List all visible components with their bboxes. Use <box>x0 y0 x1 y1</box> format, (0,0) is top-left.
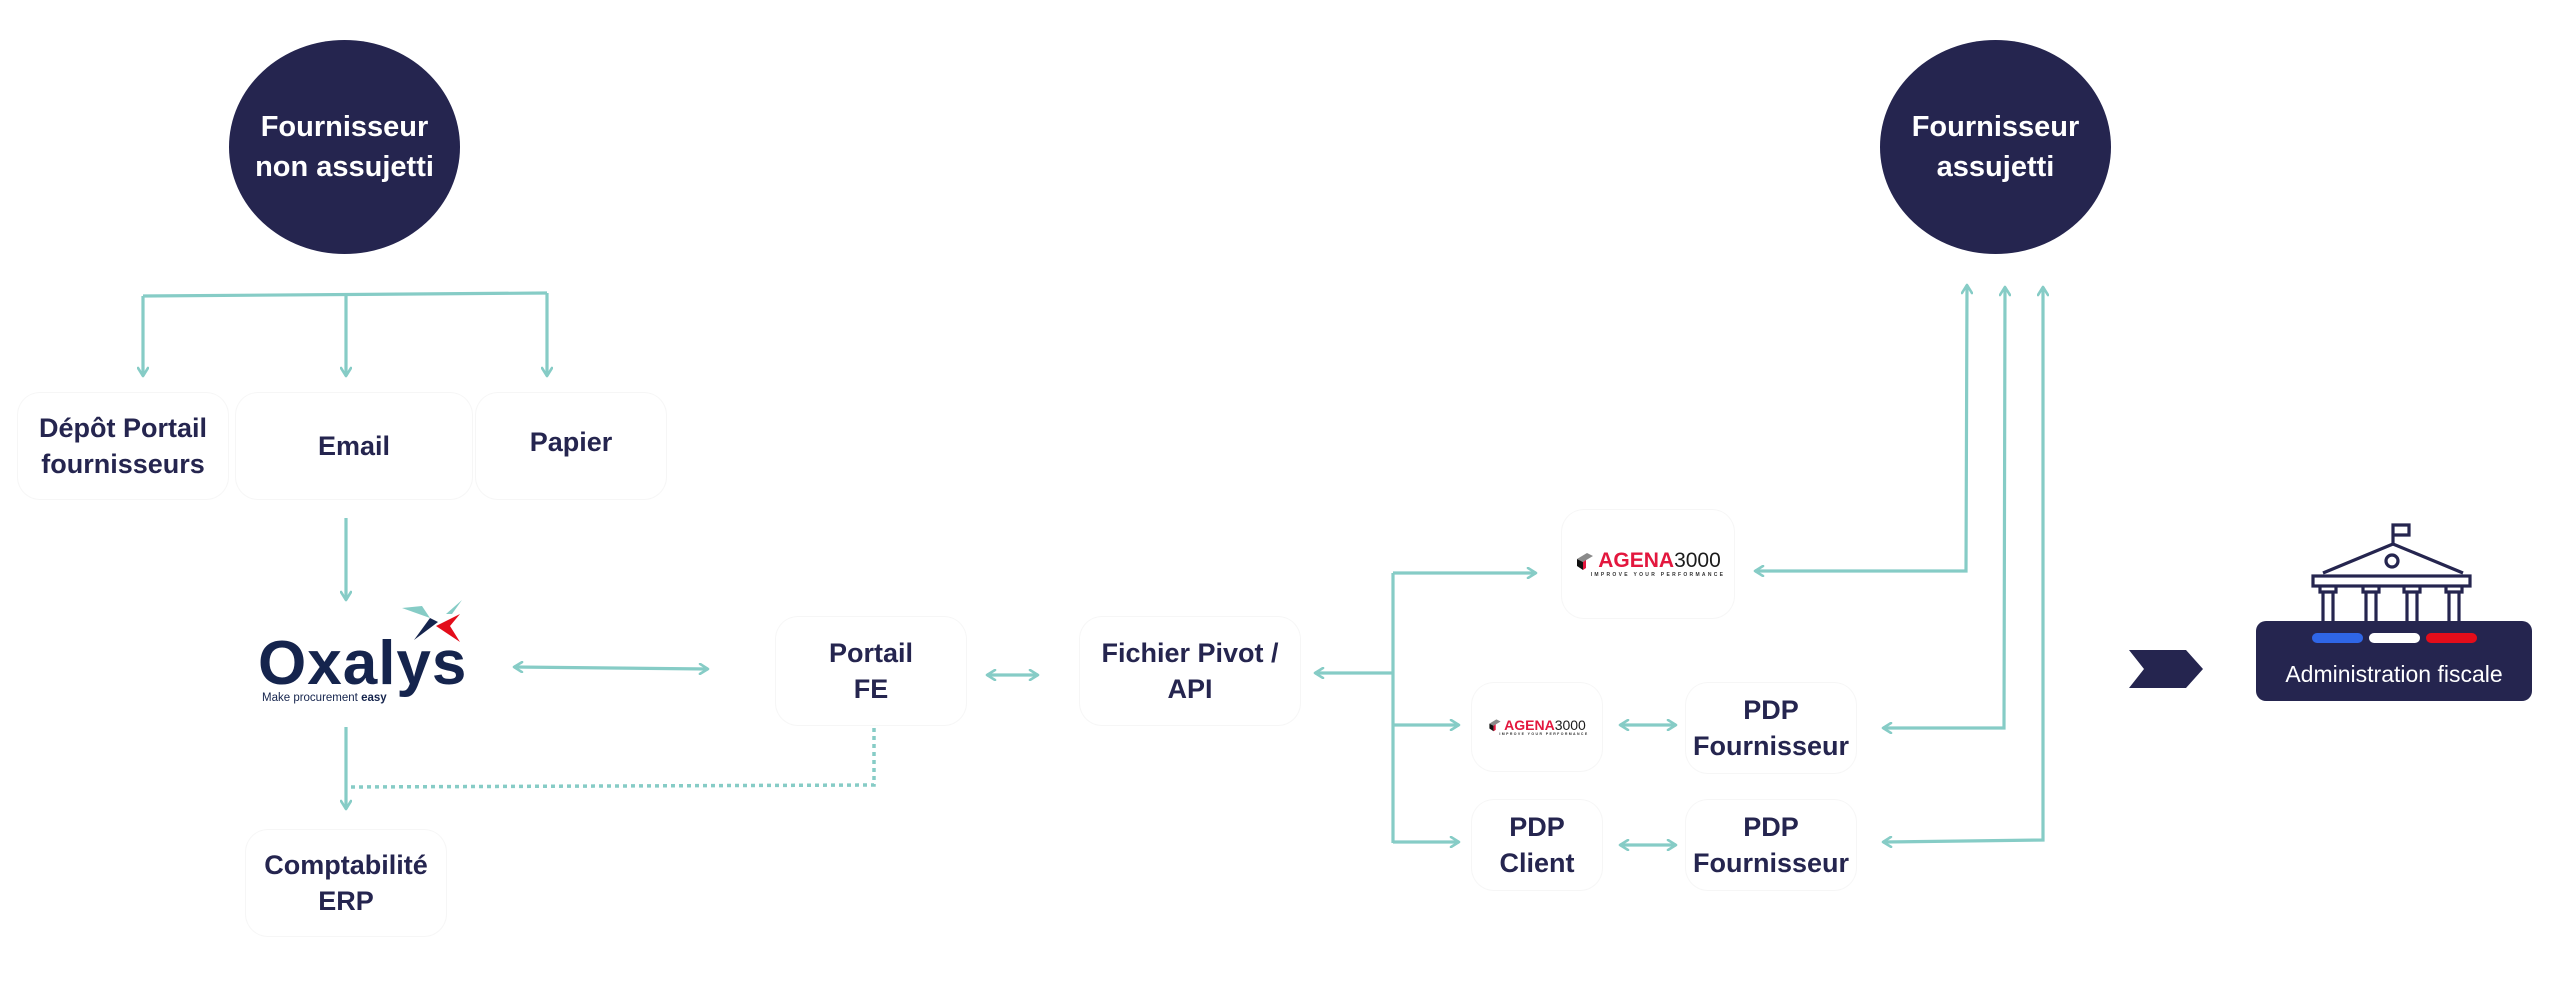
node-label: Comptabilité ERP <box>264 850 428 916</box>
node-portail-fe: Portail FE <box>776 617 966 725</box>
chevron-right-icon <box>2129 650 2203 688</box>
connector-branch-top <box>142 291 548 298</box>
node-depot-portail: Dépôt Portail fournisseurs <box>18 393 228 499</box>
node-fournisseur-assujetti: Fournisseur assujetti <box>1880 40 2111 254</box>
node-email: Email <box>236 393 472 499</box>
node-label: PDP Fournisseur <box>1692 812 1850 878</box>
agena-wordmark-black: 3000 <box>1554 716 1586 733</box>
government-building-icon <box>2311 523 2472 622</box>
node-pdp-fournisseur-2: PDP Fournisseur <box>1686 800 1856 890</box>
node-label: Fichier Pivot / API <box>1101 638 1279 704</box>
agena-cube-icon <box>1577 552 1594 570</box>
node-administration-fiscale: Administration fiscale <box>2256 621 2532 701</box>
node-pdp-client: PDP Client <box>1472 800 1602 890</box>
arrow-assujetti-to-pdp-fournisseur-1 <box>1883 287 2005 728</box>
oxalys-bird-icon <box>402 600 462 642</box>
arrow-assujetti-to-pdp-fournisseur-2 <box>1883 287 2043 842</box>
flag-white-stripe <box>2369 633 2420 643</box>
node-label: Fournisseur non assujetti <box>255 111 434 183</box>
node-fichier-pivot: Fichier Pivot / API <box>1080 617 1300 725</box>
arrow-assujetti-to-agena-top <box>1755 285 1967 571</box>
agena-cube-icon <box>1489 719 1501 732</box>
oxalys-tagline-bold: easy <box>361 692 387 704</box>
flag-blue-stripe <box>2312 633 2363 643</box>
flag-red-stripe <box>2426 633 2477 643</box>
agena-tagline: IMPROVE YOUR PERFORMANCE <box>1499 731 1589 736</box>
node-pdp-fournisseur-1: PDP Fournisseur <box>1686 683 1856 773</box>
node-papier: Papier <box>476 393 666 499</box>
node-fournisseur-non-assujetti: Fournisseur non assujetti <box>229 40 460 254</box>
oxalys-tagline: Make procurement easy <box>262 692 387 704</box>
oxalys-tagline-prefix: Make procurement <box>262 692 362 704</box>
agena-wordmark-black: 3000 <box>1674 549 1721 572</box>
node-label: PDP Fournisseur <box>1692 695 1850 761</box>
dotted-connector-portail-erp <box>347 728 876 789</box>
node-label: Dépôt Portail fournisseurs <box>38 413 207 479</box>
arrow-oxalys-portail <box>514 667 708 669</box>
node-label: Email <box>317 431 391 461</box>
node-label: PDP Client <box>1499 812 1575 878</box>
agena-wordmark: AGENA3000 <box>1504 718 1586 732</box>
administration-fiscale-label: Administration fiscale <box>2285 661 2503 687</box>
agena-tagline: IMPROVE YOUR PERFORMANCE <box>1590 572 1726 578</box>
node-label: Fournisseur assujetti <box>1911 111 2080 183</box>
node-agena3000-small: AGENA3000 IMPROVE YOUR PERFORMANCE <box>1472 683 1602 771</box>
node-label: Portail FE <box>828 638 914 704</box>
agena-wordmark-red: AGENA <box>1504 716 1555 733</box>
node-agena3000-main: AGENA3000 IMPROVE YOUR PERFORMANCE <box>1562 510 1734 618</box>
oxalys-logo: Oxalys Make procurement easy <box>250 598 466 708</box>
oxalys-wordmark: Oxalys <box>258 629 468 698</box>
node-label: Papier <box>529 427 613 457</box>
agena-wordmark: AGENA3000 <box>1598 550 1721 571</box>
node-comptabilite-erp: Comptabilité ERP <box>246 830 446 936</box>
agena-wordmark-red: AGENA <box>1598 549 1675 572</box>
